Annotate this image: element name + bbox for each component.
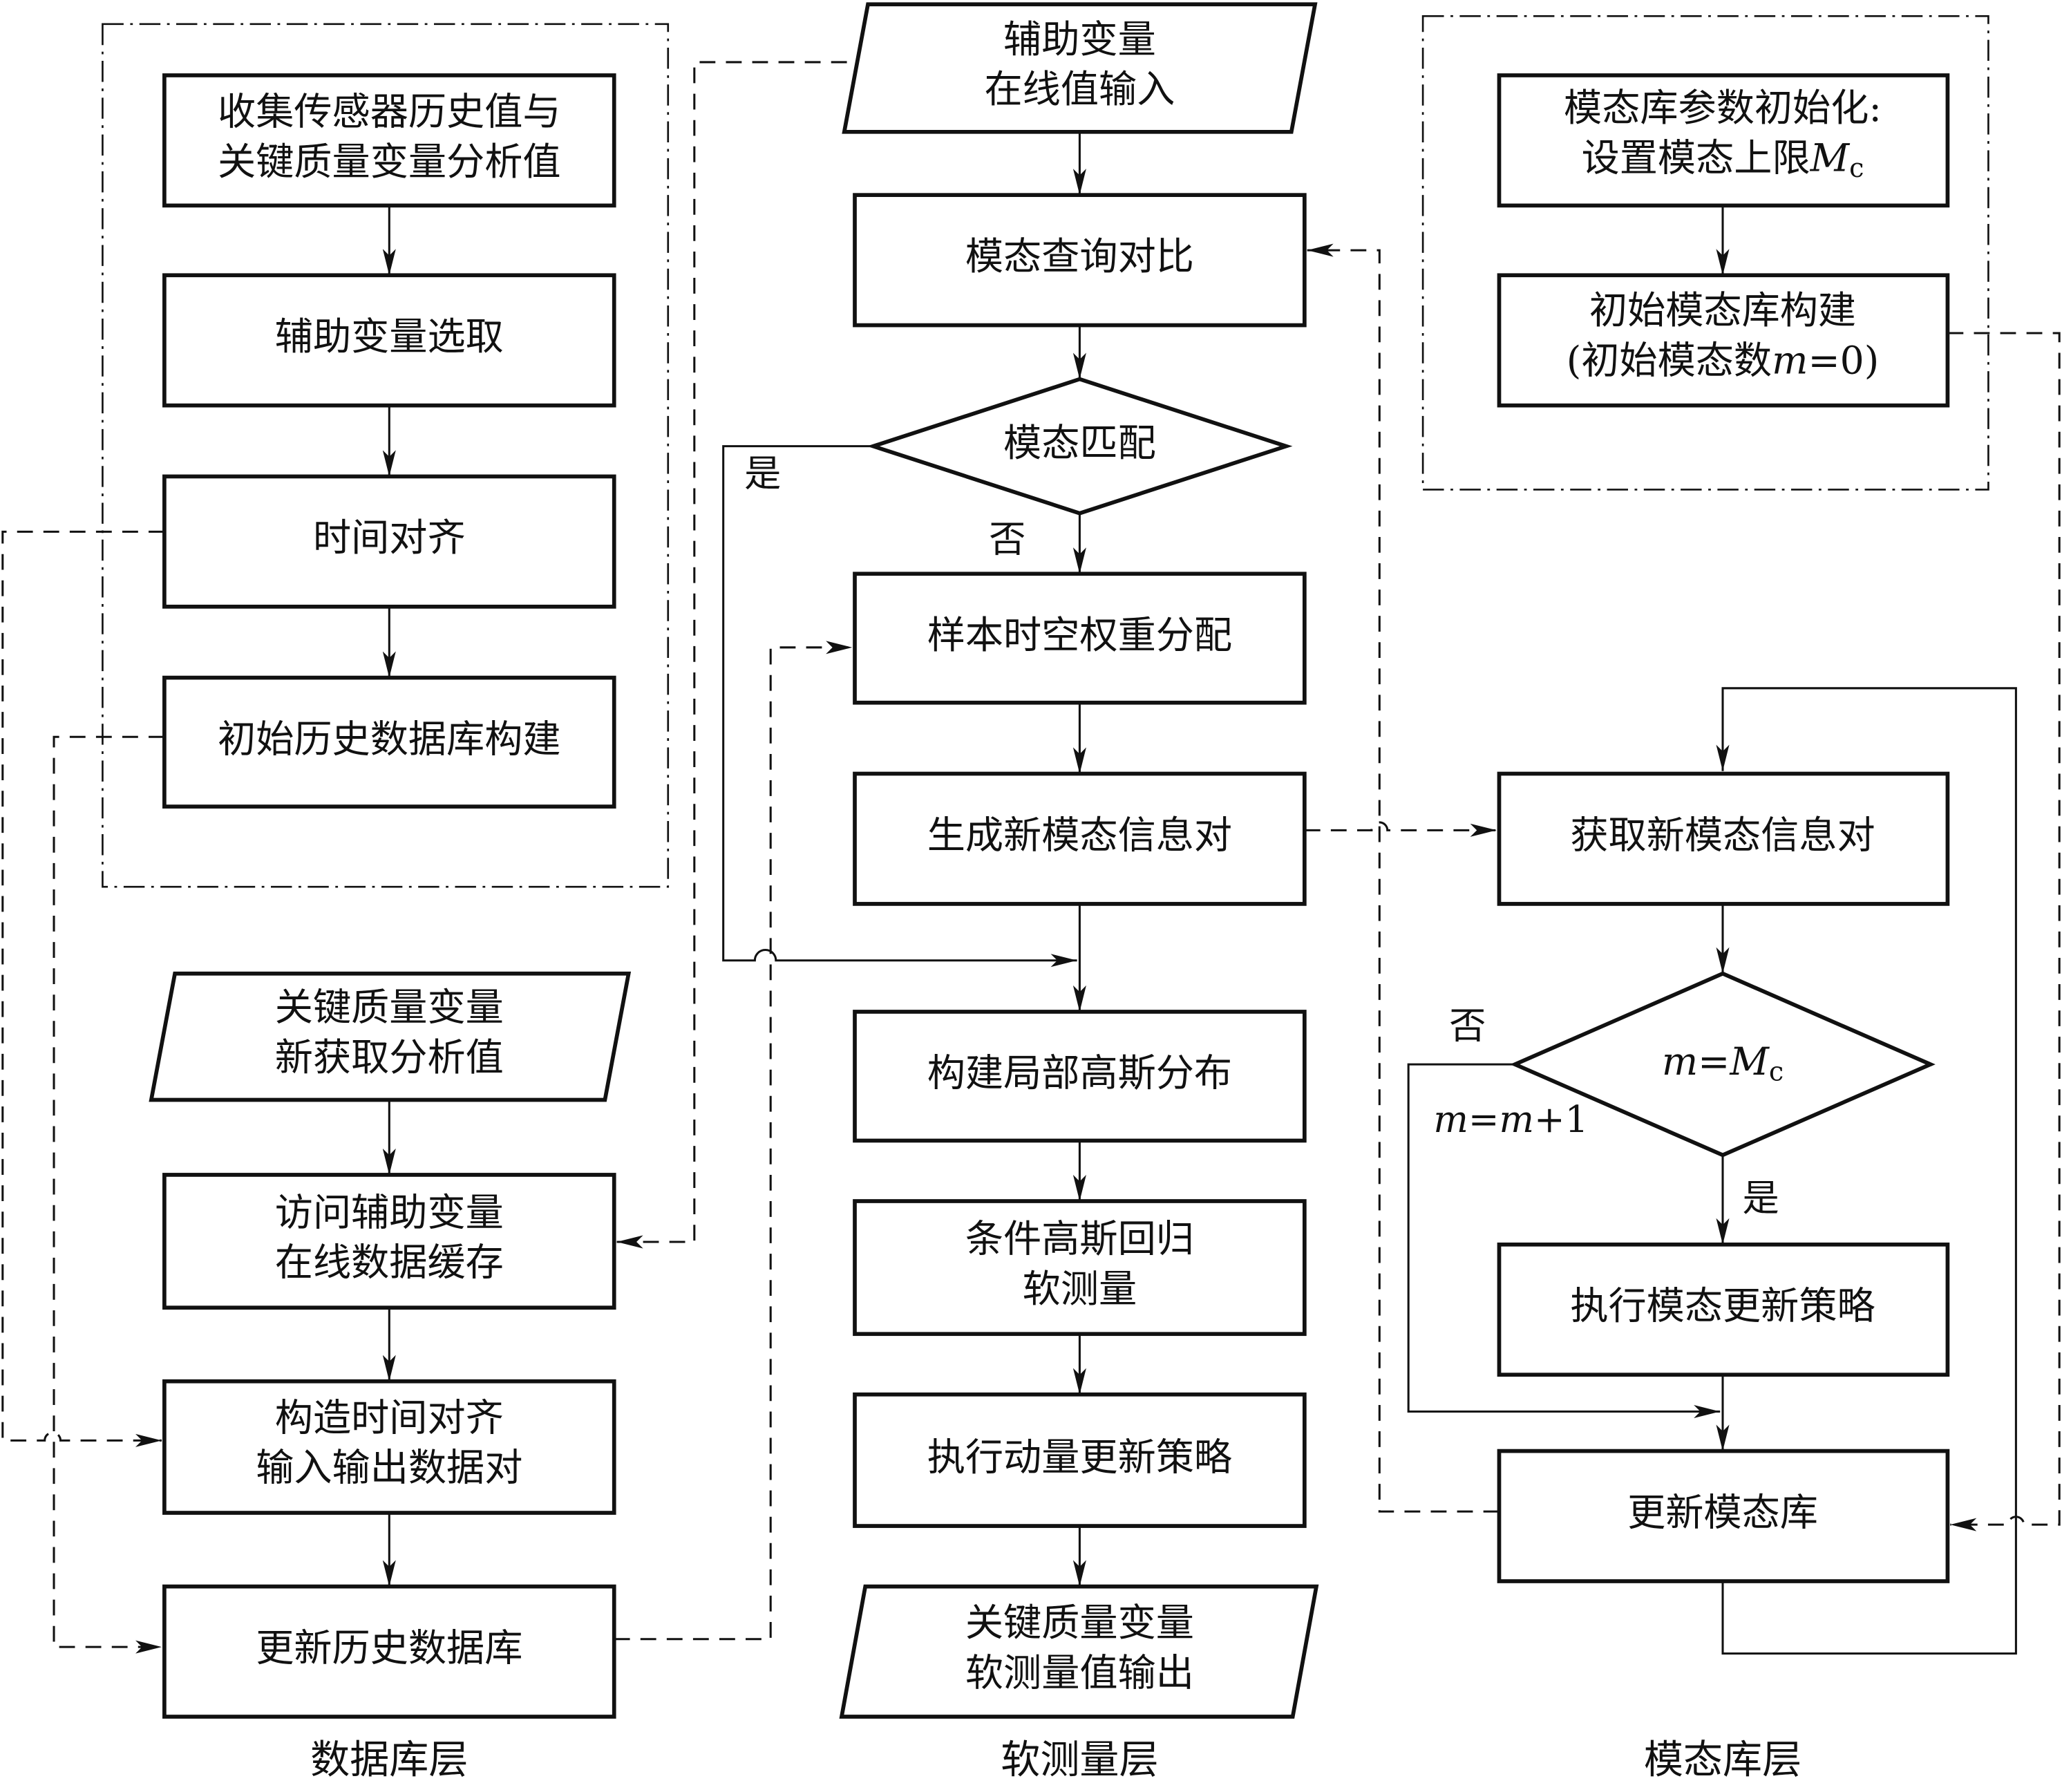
ss-box-weight[interactable]: 样本时空权重分配 bbox=[853, 572, 1307, 705]
dashed-connector-time-align bbox=[1, 530, 164, 1447]
ml-no-label: 否 bbox=[1449, 1005, 1486, 1048]
db-box-construct-pairs[interactable]: 构造时间对齐 输入输出数据对 bbox=[162, 1379, 616, 1515]
ss-output-line1: 关键质量变量 bbox=[965, 1601, 1194, 1645]
dashed-connector-init-build bbox=[1947, 332, 2061, 1531]
db-box-access-buffer[interactable]: 访问辅助变量 在线数据缓存 bbox=[162, 1173, 616, 1310]
db-box-access-buffer-line1: 访问辅助变量 bbox=[275, 1191, 504, 1235]
ml-box-param-init[interactable]: 模态库参数初始化: 设置模态上限Mc bbox=[1497, 73, 1950, 208]
dashed-connector-new-pair bbox=[1304, 821, 1497, 837]
db-box-collect[interactable]: 收集传感器历史值与 关键质量变量分析值 bbox=[162, 73, 616, 208]
ss-input-line1: 辅助变量 bbox=[1003, 18, 1156, 62]
layer-caption-mode-library: 模态库层 bbox=[1644, 1737, 1801, 1783]
ss-decision-label: 模态匹配 bbox=[1003, 422, 1156, 466]
layer-caption-soft-sensor: 软测量层 bbox=[1001, 1737, 1158, 1783]
ss-box-regression-line1: 条件高斯回归 bbox=[965, 1218, 1194, 1262]
ss-box-new-pair[interactable]: 生成新模态信息对 bbox=[853, 771, 1307, 906]
ml-box-param-init-line2: 设置模态上限Mc bbox=[1582, 136, 1864, 182]
no-branch-connector bbox=[1407, 1063, 1721, 1419]
ml-increment-label: m=m+1 bbox=[1433, 1098, 1588, 1141]
db-box-update-history-label: 更新历史数据库 bbox=[256, 1626, 522, 1670]
db-input-new-analysis[interactable]: 关键质量变量 新获取分析值 bbox=[149, 971, 632, 1102]
ss-box-regression-line2: 软测量 bbox=[1023, 1267, 1137, 1312]
dashed-connector-update-history bbox=[614, 641, 853, 1641]
loop-connector bbox=[1716, 687, 2017, 1655]
db-box-time-align[interactable]: 时间对齐 bbox=[162, 474, 616, 609]
db-box-construct-pairs-line2: 输入输出数据对 bbox=[256, 1446, 522, 1491]
ss-yes-label: 是 bbox=[744, 452, 781, 495]
ml-box-init-build-line2: (初始模态数m=0) bbox=[1567, 339, 1880, 383]
database-init-group-frame bbox=[102, 23, 670, 888]
db-input-line1: 关键质量变量 bbox=[275, 986, 504, 1030]
db-box-select-aux-label: 辅助变量选取 bbox=[275, 315, 504, 359]
ss-box-gaussian[interactable]: 构建局部高斯分布 bbox=[853, 1010, 1307, 1143]
ml-decision-label: m=Mc bbox=[1662, 1040, 1784, 1086]
yes-branch-connector bbox=[722, 445, 1077, 968]
db-box-access-buffer-line2: 在线数据缓存 bbox=[275, 1241, 504, 1285]
db-box-collect-line2: 关键质量变量分析值 bbox=[218, 140, 561, 185]
ss-input-aux-online[interactable]: 辅助变量 在线值输入 bbox=[842, 2, 1318, 134]
db-box-time-align-label: 时间对齐 bbox=[313, 516, 466, 560]
ss-box-momentum[interactable]: 执行动量更新策略 bbox=[853, 1392, 1307, 1528]
dashed-connector-update-library bbox=[1307, 243, 1500, 1513]
ml-box-acquire[interactable]: 获取新模态信息对 bbox=[1497, 771, 1950, 906]
ml-box-init-build[interactable]: 初始模态库构建 (初始模态数m=0) bbox=[1497, 273, 1950, 408]
ss-box-weight-label: 样本时空权重分配 bbox=[927, 614, 1232, 658]
dashed-connector-init-history bbox=[53, 735, 164, 1654]
db-box-construct-pairs-line1: 构造时间对齐 bbox=[275, 1396, 504, 1440]
db-box-collect-line1: 收集传感器历史值与 bbox=[218, 91, 561, 135]
ml-yes-label: 是 bbox=[1743, 1177, 1779, 1220]
dashed-connector-aux-input bbox=[616, 61, 847, 1249]
ss-box-query-label: 模态查询对比 bbox=[965, 235, 1194, 279]
ss-box-new-pair-label: 生成新模态信息对 bbox=[927, 813, 1232, 858]
ss-decision-mode-match[interactable]: 模态匹配 bbox=[867, 377, 1293, 516]
db-box-select-aux[interactable]: 辅助变量选取 bbox=[162, 273, 616, 408]
db-box-init-history-label: 初始历史数据库构建 bbox=[218, 717, 561, 762]
ml-box-update-strategy[interactable]: 执行模态更新策略 bbox=[1497, 1242, 1950, 1377]
ss-box-query[interactable]: 模态查询对比 bbox=[853, 193, 1307, 328]
ss-input-line2: 在线值输入 bbox=[984, 68, 1175, 112]
ml-box-init-build-line1: 初始模态库构建 bbox=[1589, 289, 1856, 333]
ss-output[interactable]: 关键质量变量 软测量值输出 bbox=[839, 1584, 1319, 1719]
db-box-init-history[interactable]: 初始历史数据库构建 bbox=[162, 675, 616, 809]
ss-box-momentum-label: 执行动量更新策略 bbox=[927, 1435, 1232, 1480]
db-box-update-history[interactable]: 更新历史数据库 bbox=[162, 1584, 616, 1719]
ss-no-label: 否 bbox=[989, 518, 1025, 561]
ml-box-update-strategy-label: 执行模态更新策略 bbox=[1570, 1285, 1875, 1329]
ml-box-update-library-label: 更新模态库 bbox=[1627, 1491, 1818, 1535]
layer-caption-database: 数据库层 bbox=[310, 1737, 468, 1783]
db-input-line2: 新获取分析值 bbox=[275, 1036, 504, 1080]
ml-box-acquire-label: 获取新模态信息对 bbox=[1570, 813, 1875, 858]
ss-box-gaussian-label: 构建局部高斯分布 bbox=[927, 1052, 1232, 1096]
ss-output-line2: 软测量值输出 bbox=[965, 1652, 1194, 1696]
ss-box-regression[interactable]: 条件高斯回归 软测量 bbox=[853, 1199, 1307, 1337]
ml-box-update-library[interactable]: 更新模态库 bbox=[1497, 1449, 1950, 1583]
ml-box-param-init-line1: 模态库参数初始化: bbox=[1564, 86, 1882, 131]
